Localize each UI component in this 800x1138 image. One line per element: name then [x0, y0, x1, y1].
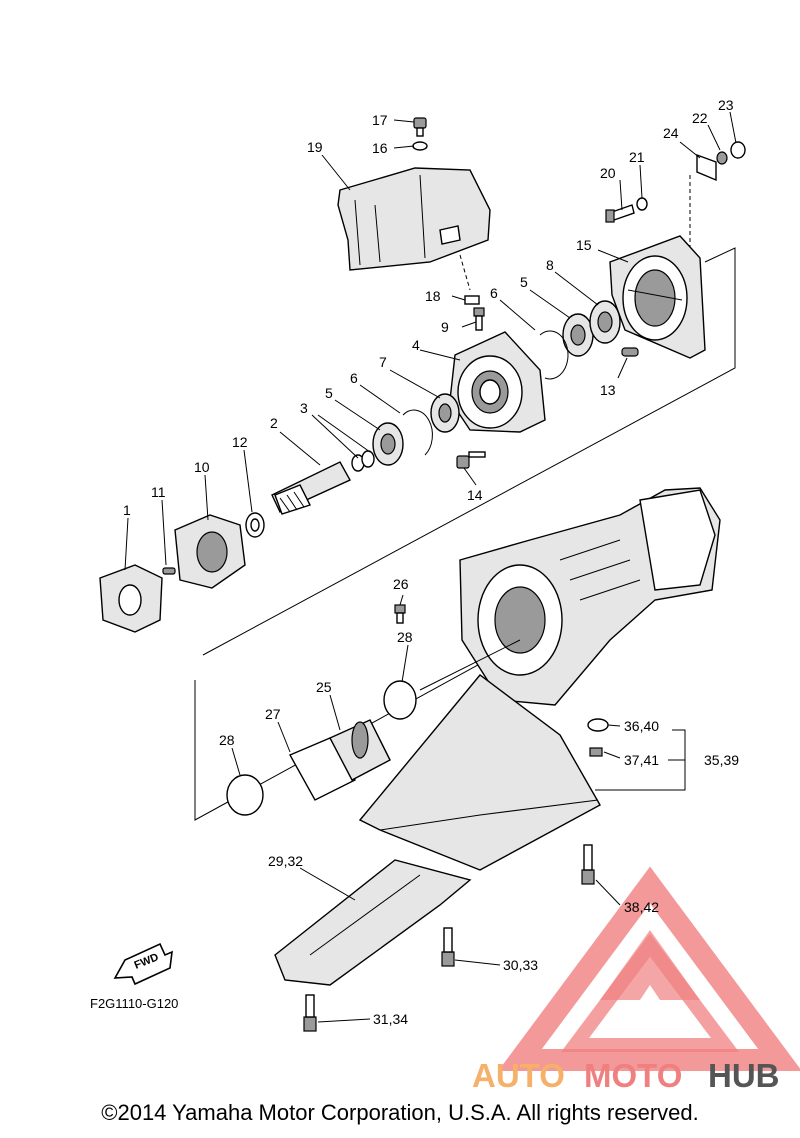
callout-1: 1 — [123, 502, 131, 518]
diagram-code: F2G1110-G120 — [90, 996, 178, 1011]
callout-9: 9 — [441, 319, 449, 335]
callout-6b: 6 — [490, 285, 498, 301]
callout-23: 23 — [718, 97, 734, 113]
callout-27: 27 — [265, 706, 281, 722]
callout-22: 22 — [692, 110, 708, 126]
callout-35-39: 35,39 — [704, 752, 739, 768]
logo-text-hub: HUB — [708, 1057, 780, 1094]
callout-26: 26 — [393, 576, 409, 592]
callout-19: 19 — [307, 139, 323, 155]
callout-12: 12 — [232, 434, 248, 450]
part-2-shaft — [271, 461, 351, 515]
part-19-cover — [337, 167, 491, 271]
callout-labels: 1 2 3 4 5 5 6 6 7 8 9 10 11 12 13 14 15 … — [90, 97, 739, 1027]
part-15-cover-plate — [609, 235, 706, 359]
hardware-20-24 — [605, 141, 746, 357]
callout-20: 20 — [600, 165, 616, 181]
logo-text-auto: AUTO — [472, 1057, 565, 1094]
part-14-bolt — [456, 451, 486, 469]
callout-31-34: 31,34 — [373, 1011, 408, 1027]
jet-pump-assembly — [459, 487, 721, 706]
callout-36-40: 36,40 — [624, 718, 659, 734]
callout-16: 16 — [372, 140, 388, 156]
callout-13: 13 — [600, 382, 616, 398]
automotohub-logo: AUTO MOTO HUB — [472, 866, 800, 1094]
callout-28a: 28 — [219, 732, 235, 748]
callout-8: 8 — [546, 257, 554, 273]
callout-24: 24 — [663, 125, 679, 141]
logo-text-moto: MOTO — [584, 1057, 682, 1094]
fwd-arrow-icon: FWD — [113, 942, 173, 986]
callout-6a: 6 — [350, 370, 358, 386]
callout-28b: 28 — [397, 629, 413, 645]
coupling-parts — [99, 512, 265, 633]
copyright-footer: ©2014 Yamaha Motor Corporation, U.S.A. A… — [101, 1100, 699, 1125]
part-18-9-fitting — [464, 295, 485, 331]
callout-14: 14 — [467, 487, 483, 503]
callout-5b: 5 — [520, 274, 528, 290]
leader-lines — [124, 111, 737, 1023]
callout-29-32: 29,32 — [268, 853, 303, 869]
part-4-housing — [449, 331, 546, 433]
part-16-17-bolt — [412, 117, 428, 151]
callout-25: 25 — [316, 679, 332, 695]
callout-17: 17 — [372, 112, 388, 128]
hose-and-clamps — [226, 604, 521, 816]
bearings-and-clips — [351, 300, 621, 472]
ride-plate-assembly — [274, 674, 609, 1032]
assembly-frames — [194, 175, 736, 821]
callout-2: 2 — [270, 415, 278, 431]
callout-4: 4 — [412, 337, 420, 353]
callout-10: 10 — [194, 459, 210, 475]
callout-15: 15 — [576, 237, 592, 253]
callout-21: 21 — [629, 149, 645, 165]
callout-37-41: 37,41 — [624, 752, 659, 768]
callout-38-42: 38,42 — [624, 899, 659, 915]
callout-18: 18 — [425, 288, 441, 304]
callout-3: 3 — [300, 400, 308, 416]
callout-30-33: 30,33 — [503, 957, 538, 973]
callout-11: 11 — [151, 484, 166, 500]
callout-7: 7 — [379, 354, 387, 370]
callout-5a: 5 — [325, 385, 333, 401]
